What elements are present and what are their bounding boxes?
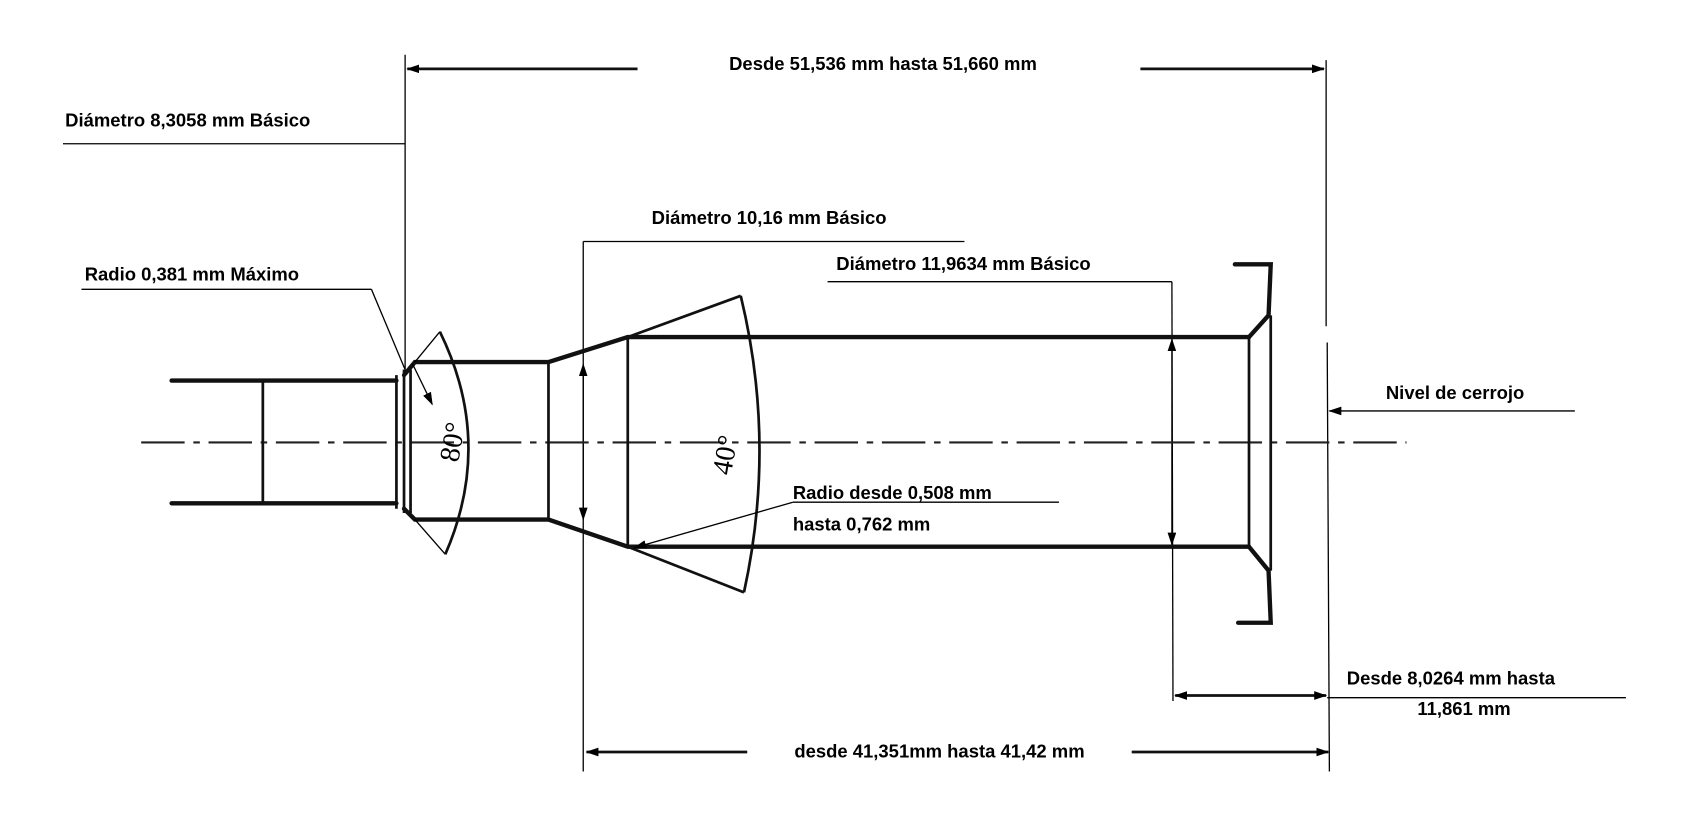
body-diameter-label: Diámetro 11,9634 mm Básico	[836, 253, 1090, 274]
shoulder-diameter-label: Diámetro 10,16 mm Básico	[652, 207, 887, 228]
cartridge-outline	[169, 262, 1274, 625]
shoulder-radius-callout: Radio desde 0,508 mm hasta 0,762 mm	[633, 482, 1059, 549]
neck-diameter-label: Diámetro 8,3058 mm Básico	[65, 109, 310, 130]
bolt-level-label: Nivel de cerrojo	[1386, 382, 1524, 403]
shoulder-angle-dimension: 40°	[627, 294, 761, 594]
mouth-radius-callout: Radio 0,381 mm Máximo	[81, 264, 406, 370]
extension-lines	[404, 54, 1331, 772]
neck-angle-label: 80°	[435, 420, 472, 464]
neck-diameter-callout: Diámetro 8,3058 mm Básico	[62, 109, 406, 145]
shoulder-radius-label-2: hasta 0,762 mm	[793, 513, 930, 534]
bolt-level-callout: Nivel de cerrojo	[1328, 382, 1575, 416]
neck-angle-dimension: 80°	[412, 331, 472, 555]
overall-length-dimension: Desde 51,536 mm hasta 51,660 mm	[406, 53, 1326, 74]
shoulder-radius-label-1: Radio desde 0,508 mm	[793, 482, 992, 503]
mouth-radius-label: Radio 0,381 mm Máximo	[85, 264, 299, 285]
body-length-dimension: desde 41,351mm hasta 41,42 mm	[585, 740, 1330, 761]
headspace-dimension: Desde 8,0264 mm hasta 11,861 mm	[1174, 668, 1626, 719]
body-length-label: desde 41,351mm hasta 41,42 mm	[794, 740, 1084, 761]
headspace-label-1: Desde 8,0264 mm hasta	[1347, 668, 1556, 689]
shoulder-angle-label: 40°	[707, 433, 744, 477]
overall-length-label: Desde 51,536 mm hasta 51,660 mm	[729, 53, 1037, 74]
headspace-label-2: 11,861 mm	[1417, 698, 1510, 719]
